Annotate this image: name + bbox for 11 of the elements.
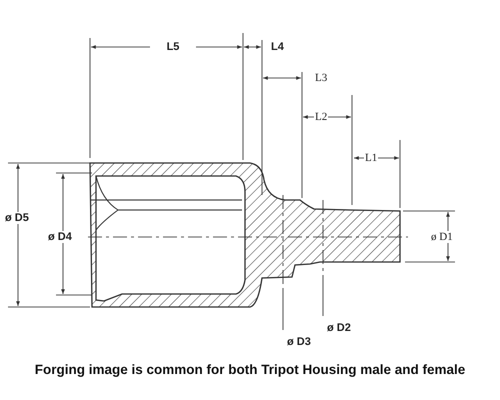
dimension-label: L1 [364, 152, 378, 164]
dimension-label: L3 [314, 72, 328, 84]
caption: Forging image is common for both Tripot Housing male and female [34, 362, 466, 377]
dimension-label: ø D3 [286, 336, 312, 348]
dimension-label: L4 [270, 41, 285, 53]
dimension-label: ø D2 [326, 322, 352, 334]
dimension-label: L2 [314, 111, 328, 123]
dimension-label: ø D5 [4, 212, 30, 224]
dimension-label: ø D4 [47, 231, 73, 243]
dimension-label: L5 [150, 41, 196, 53]
dimension-label: ø D1 [430, 231, 454, 243]
